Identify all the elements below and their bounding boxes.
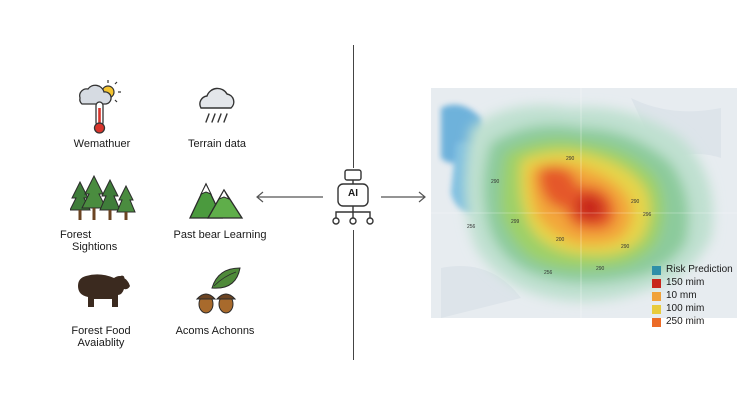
ai-robot-icon: [324, 168, 382, 230]
legend-item: 10 mm: [652, 290, 697, 302]
bear-icon: [78, 274, 130, 307]
legend-swatch: [652, 304, 661, 314]
legend-swatch: [652, 317, 661, 327]
arrow-left-icon: [256, 191, 323, 203]
contour-label: 256: [544, 270, 553, 276]
acorns-icon: [195, 267, 241, 314]
contour-label: 290: [631, 199, 640, 205]
legend-item: 250 mim: [652, 316, 704, 328]
legend-label: 100 mim: [666, 303, 705, 314]
terrain-label: Terrain data: [187, 138, 247, 150]
contour-label: 299: [511, 219, 520, 225]
food-label-line2: Avaiablity: [77, 337, 125, 349]
risk-heatmap: 290 290 290 256 299 200 290 296 256 290 …: [431, 88, 737, 318]
ai-label: AI: [348, 188, 358, 199]
weather-icon: [79, 80, 121, 134]
legend-swatch: [652, 278, 661, 288]
legend-label: Risk Prediction: [666, 264, 733, 275]
contour-label: 296: [643, 212, 652, 218]
contour-label: 290: [621, 244, 630, 250]
legend-label: 150 mim: [666, 277, 705, 288]
legend-item: Risk Prediction: [652, 264, 733, 276]
forest-label-line2: Sightions: [72, 241, 118, 253]
pine-trees-icon: [70, 174, 136, 220]
bear-learning-label: Past bear Learning: [173, 229, 267, 241]
contour-label: 256: [467, 224, 476, 230]
acorns-label: Acoms Achonns: [175, 325, 255, 337]
legend-label: 250 mim: [666, 316, 705, 327]
contour-label: 290: [566, 156, 575, 162]
mountain-icon: [188, 182, 244, 219]
legend-item: 150 mim: [652, 277, 704, 289]
forest-label-line1: Forest: [60, 229, 92, 241]
contour-label: 200: [556, 237, 565, 243]
legend-swatch: [652, 291, 661, 301]
weather-label: Wemathuer: [73, 138, 131, 150]
legend-swatch: [652, 265, 661, 275]
rain-cloud-icon: [199, 87, 235, 123]
legend-item: 100 mim: [652, 303, 704, 315]
legend-label: 10 mm: [666, 290, 697, 301]
arrow-right-icon: [381, 191, 426, 203]
contour-label: 290: [491, 179, 500, 185]
contour-label: 290: [596, 266, 605, 272]
food-label-line1: Forest Food: [71, 325, 131, 337]
